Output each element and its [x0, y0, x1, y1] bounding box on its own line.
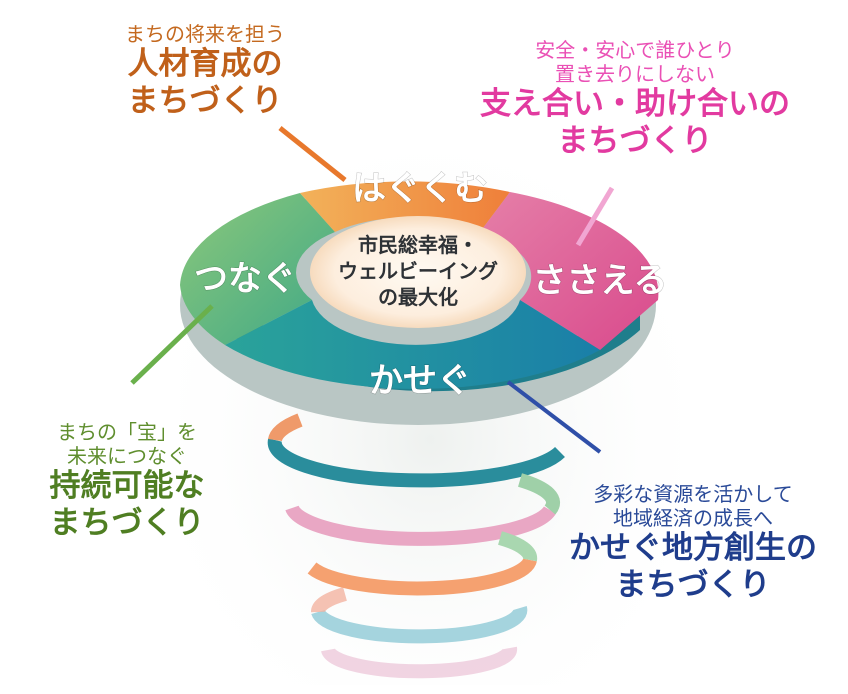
callout-top-right: 安全・安心で誰ひとり 置き去りにしない 支え合い・助け合いの まちづくり	[445, 38, 825, 160]
callout-top-right-main-2: まちづくり	[557, 123, 713, 160]
callout-bottom-left: まちの「宝」を 未来につなぐ 持続可能な まちづくり	[8, 420, 246, 542]
callout-top-left-main-2: まちづくり	[127, 83, 283, 120]
segment-sasaeru	[480, 192, 659, 350]
callout-top-right-sub-1: 安全・安心で誰ひとり	[535, 38, 735, 62]
connector-bottom-right	[506, 380, 602, 454]
callout-bottom-right: 多彩な資源を活かして 地域経済の成長へ かせぐ地方創生の まちづくり	[548, 482, 838, 604]
callout-top-left: まちの将来を担う 人材育成の まちづくり	[60, 22, 350, 120]
spiral-ring-1	[267, 438, 565, 488]
label-sasaeru: ささえる	[533, 261, 668, 301]
spiral-ring-2	[285, 504, 557, 546]
label-tsunagu: つなぐ	[194, 259, 296, 299]
spiral-ring-4	[311, 606, 528, 644]
callout-bottom-right-main-1: かせぐ地方創生の	[569, 530, 817, 566]
segment-hagukumu	[300, 181, 510, 232]
spiral-ring-4b	[311, 587, 347, 613]
center-disc	[310, 216, 526, 328]
callout-bottom-right-main-2: まちづくり	[615, 567, 771, 604]
ring-top	[180, 181, 659, 389]
callout-top-right-sub-2: 置き去りにしない	[555, 62, 715, 86]
label-kasegu: かせぐ	[369, 361, 471, 401]
callout-top-left-main-1: 人材育成の	[127, 46, 283, 82]
connector-top-right	[575, 186, 615, 247]
spiral-ring-3b	[497, 531, 538, 562]
callout-bottom-left-sub-1: まちの「宝」を	[57, 420, 197, 444]
spiral-ring-1b	[268, 413, 303, 442]
center-line-1: 市民総幸福・	[358, 233, 478, 257]
callout-top-left-sub: まちの将来を担う	[125, 22, 285, 46]
callout-bottom-right-sub-2: 地域経済の成長へ	[613, 506, 773, 530]
connector-bottom-left	[130, 304, 214, 385]
center-line-3: の最大化	[378, 285, 458, 309]
spiral-ring-2b	[517, 473, 561, 515]
callout-bottom-left-sub-2: 未来につなぐ	[67, 444, 187, 468]
segment-kasegu	[225, 300, 600, 389]
callout-bottom-left-main-1: 持続可能な	[49, 468, 205, 504]
spiral-ring-3	[307, 557, 537, 596]
spiral-rings	[267, 413, 565, 679]
label-hagukumu: はぐくむ	[352, 169, 488, 209]
center-line-2: ウェルビーイング	[338, 259, 498, 283]
callout-top-right-main-1: 支え合い・助け合いの	[480, 86, 790, 122]
callout-bottom-left-main-2: まちづくり	[49, 505, 205, 542]
connector-top-left	[278, 126, 347, 182]
spiral-ring-5	[321, 646, 518, 679]
callout-bottom-right-sub-1: 多彩な資源を活かして	[593, 482, 793, 506]
segment-tsunagu	[180, 193, 335, 345]
